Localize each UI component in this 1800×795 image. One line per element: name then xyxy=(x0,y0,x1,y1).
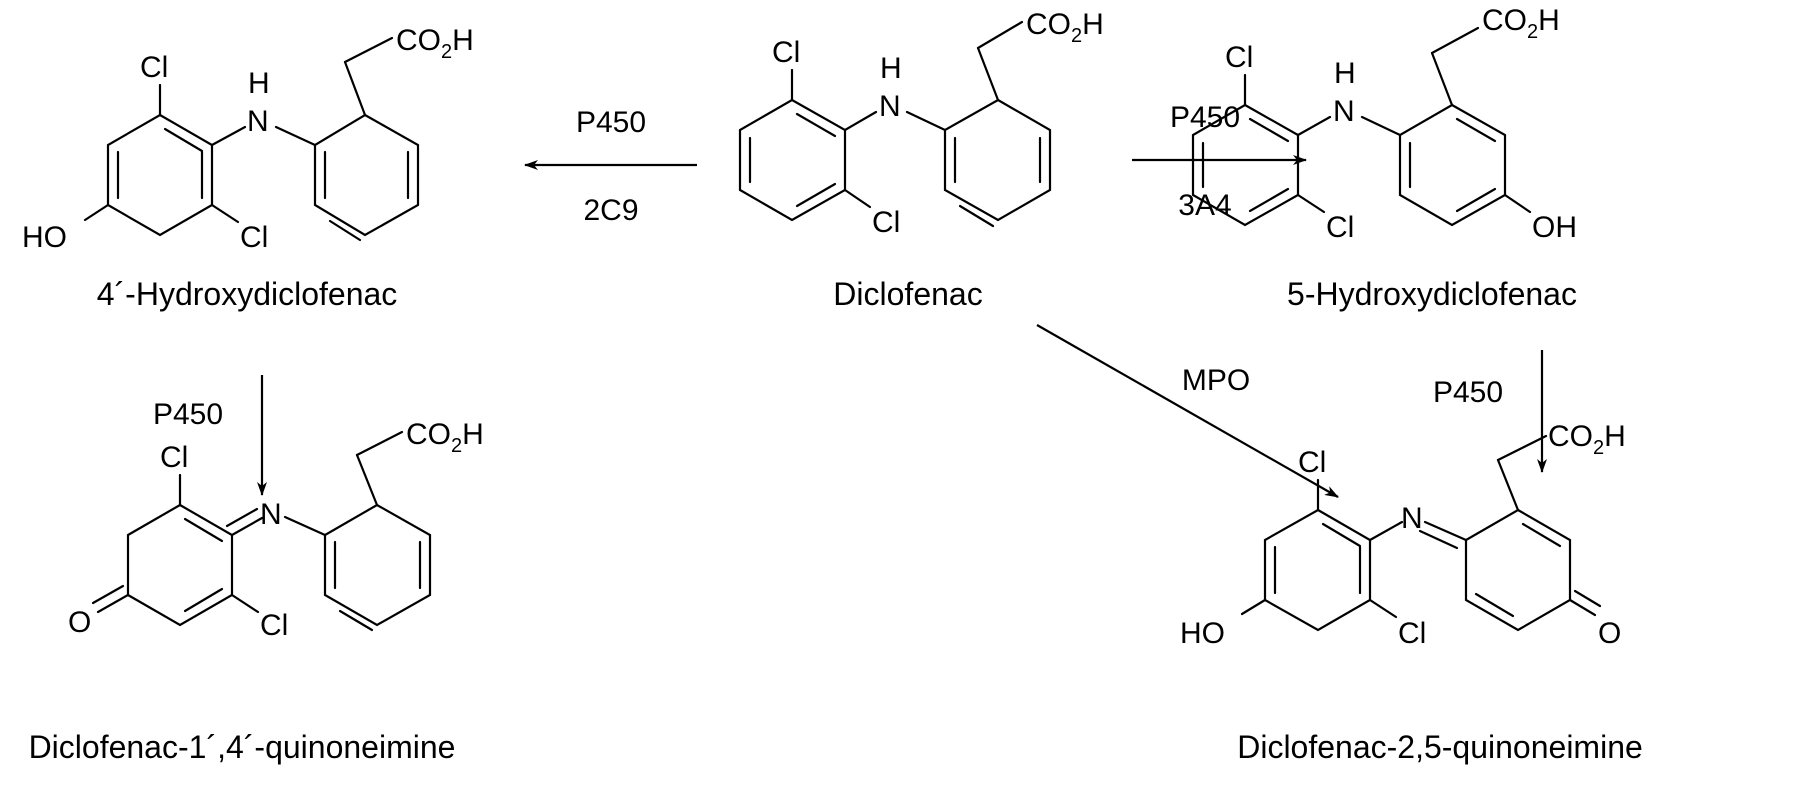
enzyme-label: P450 xyxy=(576,106,646,139)
enzyme-label: P450 xyxy=(1170,101,1240,134)
cl-label: Cl xyxy=(240,221,268,254)
n-label: N xyxy=(879,90,901,123)
acid-label: CO2H xyxy=(1482,4,1560,43)
cl-label: Cl xyxy=(140,51,168,84)
compound-name: 4´-Hydroxydiclofenac xyxy=(97,276,398,312)
cl-label: Cl xyxy=(160,441,188,474)
n-label: N xyxy=(1401,502,1423,535)
hydroxy5-bonds xyxy=(1191,26,1532,227)
arrow-to-q25-p450: P450 xyxy=(1433,350,1547,473)
acid-label: CO2H xyxy=(396,24,474,63)
isoform-label: 2C9 xyxy=(583,194,638,227)
enzyme-label: MPO xyxy=(1182,364,1250,397)
hydroxy4-bonds xyxy=(83,36,420,242)
cl-label: Cl xyxy=(772,36,800,69)
o-label: O xyxy=(1598,617,1621,650)
enzyme-label: P450 xyxy=(153,398,223,431)
cl-label: Cl xyxy=(1225,41,1253,74)
n-label: N xyxy=(260,498,282,531)
compound-name: 5-Hydroxydiclofenac xyxy=(1287,276,1577,312)
quinone14-structure: Cl N Cl O CO2H Diclofenac-1´,4´-quinonei… xyxy=(29,418,484,765)
quinone14-bonds xyxy=(91,430,432,632)
cl-label: Cl xyxy=(1298,446,1326,479)
compound-name: Diclofenac-2,5-quinoneimine xyxy=(1237,729,1643,765)
h-label: H xyxy=(880,52,902,85)
quinone25-bonds xyxy=(1240,434,1602,632)
h-label: H xyxy=(248,67,270,100)
hydroxy5-structure: Cl H N Cl OH CO2H 5-Hydroxydiclofenac xyxy=(1191,4,1577,312)
ho-label: HO xyxy=(1180,617,1225,650)
n-label: N xyxy=(247,105,269,138)
isoform-label: 3A4 xyxy=(1178,189,1231,222)
o-label: O xyxy=(68,606,91,639)
n-label: N xyxy=(1333,95,1355,128)
h-label: H xyxy=(1334,57,1356,90)
arrow-to-q25-mpo: MPO xyxy=(1036,324,1339,498)
acid-label: CO2H xyxy=(1026,8,1104,47)
acid-label: CO2H xyxy=(1548,420,1626,459)
cl-label: Cl xyxy=(260,609,288,642)
cl-label: Cl xyxy=(1326,211,1354,244)
diclofenac-bonds xyxy=(738,20,1052,228)
quinone25-structure: Cl N Cl HO O CO2H Diclofenac-2,5-quinone… xyxy=(1180,420,1643,765)
cl-label: Cl xyxy=(1398,617,1426,650)
diclofenac-structure: Cl H N Cl CO2H Diclofenac xyxy=(738,8,1104,312)
compound-name: Diclofenac xyxy=(833,276,982,312)
enzyme-label: P450 xyxy=(1433,376,1503,409)
reaction-arrow xyxy=(1036,324,1339,498)
compound-name: Diclofenac-1´,4´-quinoneimine xyxy=(29,729,456,765)
cl-label: Cl xyxy=(872,206,900,239)
arrow-to-q14: P450 xyxy=(153,375,267,496)
arrow-to-4oh: P450 2C9 xyxy=(524,106,697,227)
arrow-to-5oh: P450 3A4 xyxy=(1132,101,1307,222)
acid-label: CO2H xyxy=(406,418,484,457)
oh-label: HO xyxy=(22,221,67,254)
oh-label: OH xyxy=(1532,211,1577,244)
hydroxy4-structure: Cl H N Cl HO CO2H 4´-Hydroxydiclofenac xyxy=(22,24,474,312)
